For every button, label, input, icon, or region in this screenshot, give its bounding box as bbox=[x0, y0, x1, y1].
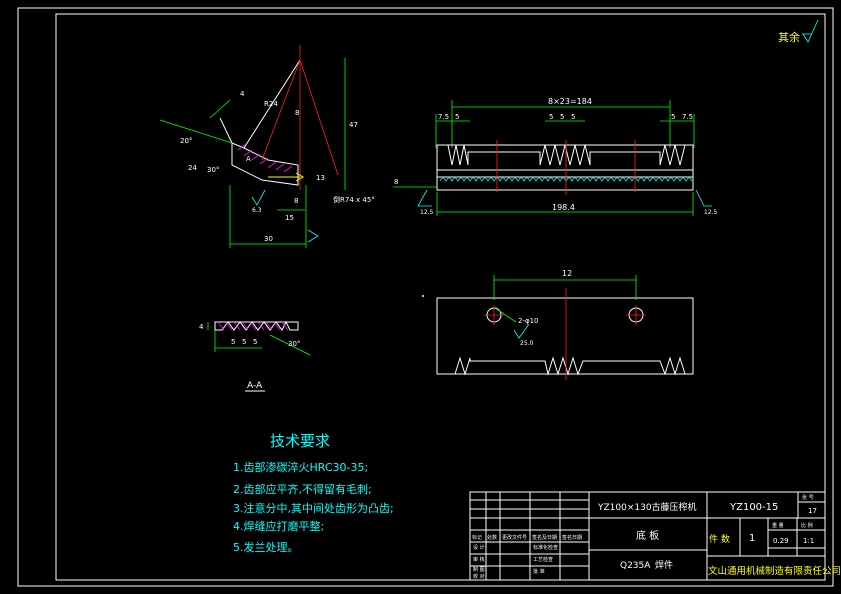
svg-text:1: 1 bbox=[749, 533, 755, 544]
svg-text:5: 5 bbox=[560, 113, 564, 121]
svg-text:制 图: 制 图 bbox=[473, 566, 485, 573]
svg-text:30: 30 bbox=[264, 235, 273, 243]
svg-text:6.3: 6.3 bbox=[252, 207, 262, 214]
svg-text:30°: 30° bbox=[207, 166, 219, 174]
top-view: 8×23=184 7.5 5 5 5 5 5 7.5 198.4 8 bbox=[393, 97, 718, 216]
svg-text:标准化检查: 标准化检查 bbox=[533, 544, 558, 551]
part-name: 底 板 bbox=[636, 529, 659, 542]
svg-text:2-φ10: 2-φ10 bbox=[518, 317, 539, 325]
svg-text:件 数: 件 数 bbox=[709, 533, 730, 545]
svg-text:7.5: 7.5 bbox=[682, 113, 693, 121]
svg-text:20°: 20° bbox=[180, 137, 192, 145]
svg-text:倒R74 x 45°: 倒R74 x 45° bbox=[333, 195, 375, 204]
material-note: 焊件 bbox=[655, 559, 673, 571]
tech-req-item: 3.注意分中,其中间处齿形为凸齿; bbox=[233, 501, 394, 515]
svg-text:12.5: 12.5 bbox=[420, 209, 434, 216]
svg-text:5: 5 bbox=[231, 338, 235, 346]
svg-text:8: 8 bbox=[294, 197, 298, 205]
svg-text:47: 47 bbox=[349, 121, 358, 129]
svg-text:0.29: 0.29 bbox=[773, 537, 789, 545]
tech-req-item: 1.齿部渗碳淬火HRC30-35; bbox=[233, 460, 368, 474]
tech-req-item: 2.齿部应平齐,不得留有毛刺; bbox=[233, 482, 372, 496]
svg-text:签名日期: 签名日期 bbox=[562, 534, 582, 541]
svg-text:8×23=184: 8×23=184 bbox=[548, 97, 592, 106]
svg-text:其余: 其余 bbox=[778, 30, 800, 44]
svg-text:张 号: 张 号 bbox=[802, 494, 814, 501]
svg-text:A: A bbox=[246, 155, 251, 163]
section-view: 4 5 5 5 30° A-A bbox=[199, 320, 311, 392]
svg-text:198.4: 198.4 bbox=[552, 203, 575, 212]
title-block: 标记 处数 更改文件号 签名及日期 签名日期 设 计 审 核 制 图 校 对 标… bbox=[469, 491, 841, 581]
svg-text:5: 5 bbox=[671, 113, 675, 121]
svg-text:7.5: 7.5 bbox=[438, 113, 449, 121]
svg-text:4: 4 bbox=[199, 323, 204, 331]
svg-text:设 计: 设 计 bbox=[473, 544, 485, 551]
svg-text:5: 5 bbox=[253, 338, 257, 346]
tech-req-item: 4.焊缝应打磨平整; bbox=[233, 519, 324, 533]
svg-text:24: 24 bbox=[188, 164, 197, 172]
svg-text:工艺检查: 工艺检查 bbox=[533, 556, 553, 563]
svg-text:比 例: 比 例 bbox=[801, 522, 813, 529]
machine-name: YZ100×130古藤压榨机 bbox=[597, 501, 697, 513]
svg-text:R24: R24 bbox=[264, 100, 278, 108]
svg-text:标记: 标记 bbox=[472, 534, 482, 541]
outer-frame bbox=[17, 7, 834, 587]
svg-text:25.0: 25.0 bbox=[520, 340, 534, 347]
svg-text:8: 8 bbox=[394, 178, 398, 186]
svg-text:签名及日期: 签名及日期 bbox=[532, 534, 557, 541]
inner-frame bbox=[55, 13, 826, 581]
svg-text:1:1: 1:1 bbox=[803, 537, 814, 545]
svg-text:17: 17 bbox=[808, 507, 817, 515]
bottom-view: 12 2-φ10 25.0 bbox=[422, 269, 694, 380]
tech-requirements: 技术要求 1.齿部渗碳淬火HRC30-35; 2.齿部应平齐,不得留有毛刺; 3… bbox=[233, 432, 394, 554]
svg-text:5: 5 bbox=[549, 113, 553, 121]
svg-text:5: 5 bbox=[571, 113, 575, 121]
svg-text:13: 13 bbox=[316, 174, 325, 182]
svg-text:审 核: 审 核 bbox=[473, 556, 485, 563]
tech-req-item: 5.发兰处理。 bbox=[233, 540, 299, 554]
svg-text:处数: 处数 bbox=[487, 534, 497, 541]
svg-text:批 准: 批 准 bbox=[533, 568, 545, 575]
svg-text:校 对: 校 对 bbox=[473, 573, 485, 580]
svg-text:4: 4 bbox=[240, 90, 245, 98]
material: Q235A bbox=[620, 561, 651, 571]
company-name: 文山通用机械制造有限责任公司 bbox=[708, 565, 841, 577]
svg-text:重 量: 重 量 bbox=[772, 522, 784, 529]
svg-text:12: 12 bbox=[562, 269, 572, 278]
svg-text:30°: 30° bbox=[288, 340, 300, 348]
tech-req-title: 技术要求 bbox=[270, 432, 330, 450]
svg-text:15: 15 bbox=[285, 214, 294, 222]
svg-text:8: 8 bbox=[295, 109, 299, 117]
svg-text:12.5: 12.5 bbox=[704, 209, 718, 216]
corner-roughness-note: 其余 bbox=[778, 19, 819, 44]
drawing-number: YZ100-15 bbox=[729, 502, 778, 513]
svg-text:5: 5 bbox=[455, 113, 459, 121]
side-view: 47 4 R24 30° 20° 8 13 24 8 30 15 倒R74 x … bbox=[159, 45, 375, 248]
svg-text:5: 5 bbox=[242, 338, 246, 346]
svg-text:更改文件号: 更改文件号 bbox=[502, 534, 527, 541]
svg-text:A-A: A-A bbox=[247, 381, 263, 391]
